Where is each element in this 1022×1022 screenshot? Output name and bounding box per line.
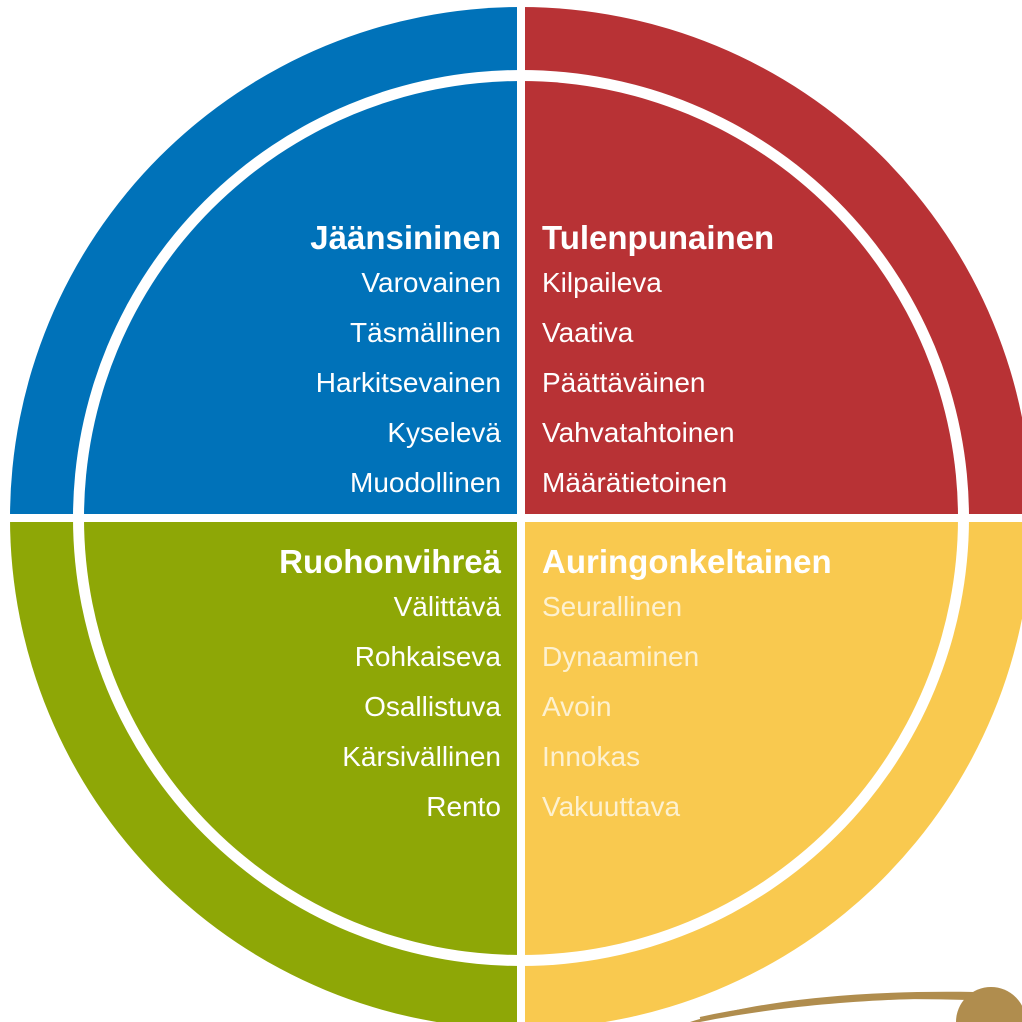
decorative-swoosh-line <box>699 997 969 1019</box>
trait-item: Rohkaiseva <box>354 641 501 672</box>
trait-item: Vakuuttava <box>542 791 681 822</box>
trait-item: Rento <box>426 791 501 822</box>
decorative-swoosh <box>690 991 975 1022</box>
trait-item: Avoin <box>542 691 612 722</box>
trait-item: Välittävä <box>393 591 501 622</box>
trait-item: Kärsivällinen <box>342 741 501 772</box>
blue-inner-quadrant <box>84 81 521 518</box>
trait-item: Muodollinen <box>350 467 501 498</box>
trait-item: Täsmällinen <box>350 317 501 348</box>
trait-item: Seurallinen <box>542 591 683 622</box>
trait-item: Päättäväinen <box>542 367 706 398</box>
trait-item: Osallistuva <box>364 691 501 722</box>
yellow-quadrant-text: Auringonkeltainen Seurallinen Dynaaminen… <box>542 542 832 832</box>
green-quadrant-text: Ruohonvihreä Välittävä Rohkaiseva Osalli… <box>279 542 501 832</box>
horizontal-divider <box>0 514 1022 522</box>
red-quadrant-title: Tulenpunainen <box>542 219 775 256</box>
green-quadrant-title: Ruohonvihreä <box>279 543 501 580</box>
vertical-divider <box>517 0 525 1022</box>
trait-item: Kilpaileva <box>542 267 662 298</box>
red-quadrant-text: Tulenpunainen Kilpaileva Vaativa Päättäv… <box>542 218 774 508</box>
trait-item: Harkitsevainen <box>315 367 501 398</box>
trait-item: Määrätietoinen <box>542 467 728 498</box>
red-inner-quadrant <box>521 81 958 518</box>
yellow-quadrant-title: Auringonkeltainen <box>542 543 832 580</box>
green-inner-quadrant <box>84 518 521 955</box>
trait-item: Innokas <box>542 741 641 772</box>
trait-item: Dynaaminen <box>542 641 700 672</box>
trait-item: Varovainen <box>361 267 501 298</box>
decorative-dot <box>956 987 1022 1022</box>
trait-item: Kyselevä <box>387 417 501 448</box>
trait-item: Vahvatahtoinen <box>542 417 735 448</box>
trait-item: Vaativa <box>542 317 634 348</box>
yellow-inner-quadrant <box>521 518 958 955</box>
blue-quadrant-title: Jäänsininen <box>310 219 501 256</box>
blue-quadrant-text: Jäänsininen Varovainen Täsmällinen Harki… <box>310 218 501 508</box>
